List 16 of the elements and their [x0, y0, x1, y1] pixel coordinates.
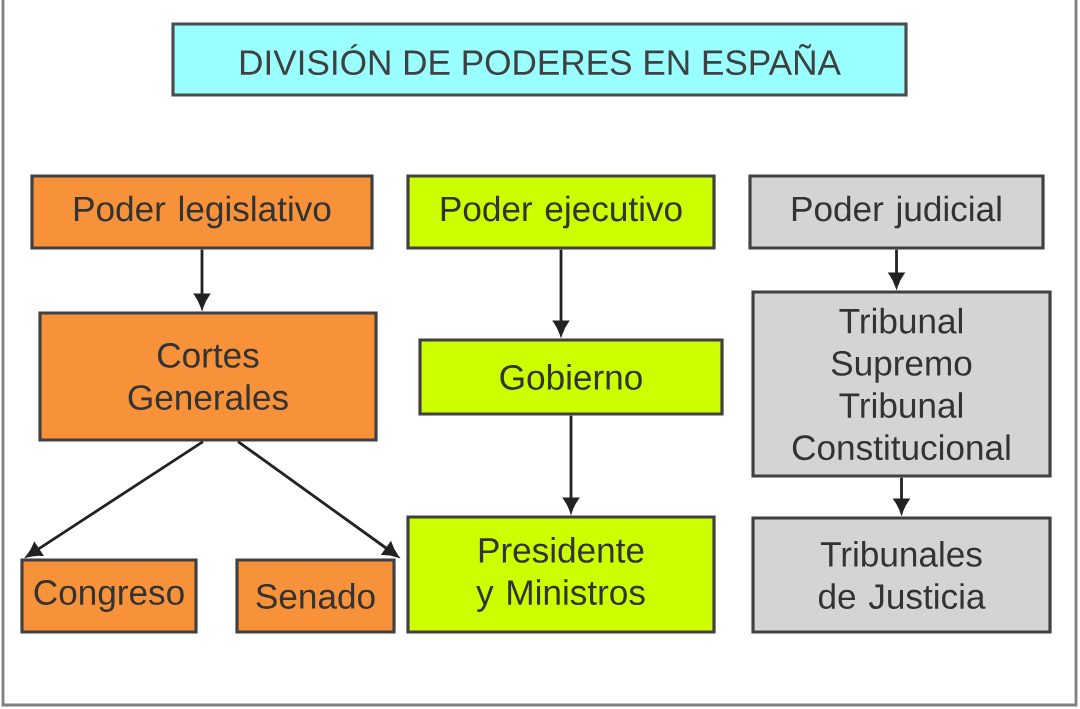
title-box: DIVISIÓN DE PODERES EN ESPAÑA [171, 22, 908, 97]
arrow [553, 249, 569, 336]
process-box: Poder ejecutivo [406, 174, 716, 250]
arrow [194, 249, 210, 309]
process-box: Tribunal Supremo Tribunal Constitucional [751, 290, 1052, 478]
process-box: Presidente y Ministros [406, 515, 716, 634]
process-box: Poder judicial [748, 174, 1045, 250]
arrow [237, 440, 399, 558]
process-box: Tribunales de Justicia [751, 516, 1052, 634]
arrow [26, 440, 204, 558]
process-box: Congreso [20, 558, 198, 634]
process-box: Senado [235, 558, 396, 634]
process-box: Gobierno [418, 338, 724, 416]
process-box: Poder legislativo [30, 174, 374, 250]
arrow [563, 415, 579, 513]
process-box: Cortes Generales [38, 311, 378, 442]
